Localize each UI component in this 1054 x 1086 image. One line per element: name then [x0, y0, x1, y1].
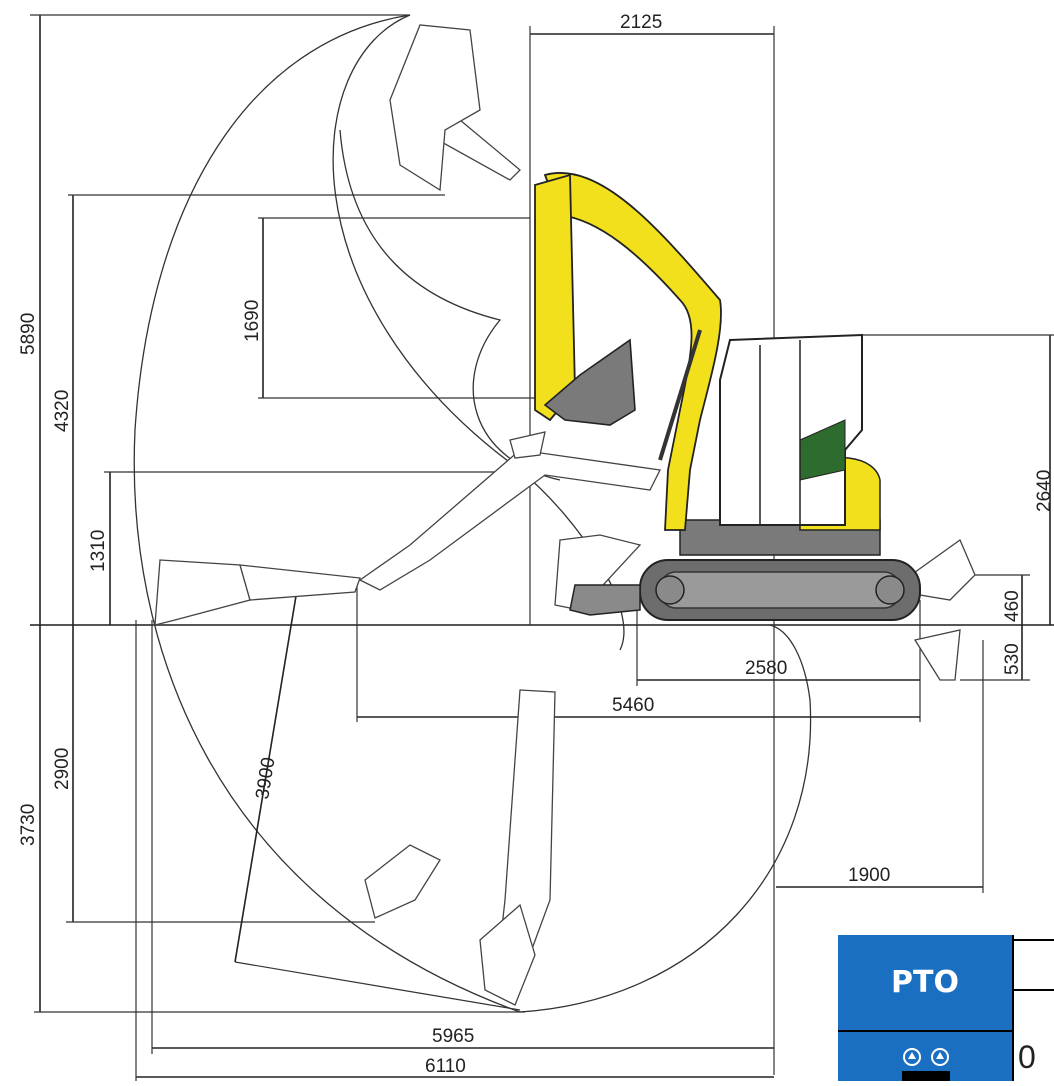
dim-460: 460 — [1002, 590, 1023, 622]
reach-envelope-mid — [339, 129, 561, 481]
dim-3730: 3730 — [18, 804, 39, 846]
dim-1900: 1900 — [848, 865, 890, 886]
dim-2125: 2125 — [620, 12, 662, 33]
main-boom — [543, 172, 722, 531]
excavator-machine — [534, 172, 921, 621]
dim-5460: 5460 — [612, 695, 654, 716]
main-arm — [534, 173, 576, 422]
pto-header-cell: PTO — [838, 935, 1012, 1081]
dim-line-3900 — [234, 571, 301, 963]
pto-row-value: 0 — [1018, 1039, 1036, 1075]
dim-2900: 2900 — [52, 748, 73, 790]
pto-row-divider — [838, 1030, 1054, 1032]
reach-envelope-outer — [133, 14, 521, 1013]
dozer-blade — [569, 584, 641, 616]
pto-panel: PTO 0 — [838, 935, 1054, 1081]
operator-cab — [719, 333, 863, 526]
pto-cell-line — [1014, 989, 1054, 991]
dim-2580: 2580 — [745, 658, 787, 679]
dim-5890: 5890 — [18, 313, 39, 355]
dim-3900: 3900 — [252, 756, 279, 801]
main-bucket — [543, 338, 636, 426]
pto-cell-line — [1014, 939, 1054, 941]
dim-2640: 2640 — [1034, 470, 1054, 512]
dim-4320: 4320 — [52, 390, 73, 432]
dim-1310: 1310 — [88, 530, 109, 572]
dim-530: 530 — [1002, 643, 1023, 675]
dim-1690: 1690 — [242, 300, 263, 342]
reach-envelope-lower — [519, 624, 812, 1013]
reach-envelope-inner — [332, 14, 625, 651]
dim-5965: 5965 — [432, 1026, 474, 1047]
pto-label: PTO — [891, 965, 959, 1000]
dim-6110: 6110 — [425, 1056, 466, 1077]
hydraulic-coupling-icon — [902, 1048, 950, 1081]
pto-value-cell: 0 — [1012, 935, 1054, 1081]
